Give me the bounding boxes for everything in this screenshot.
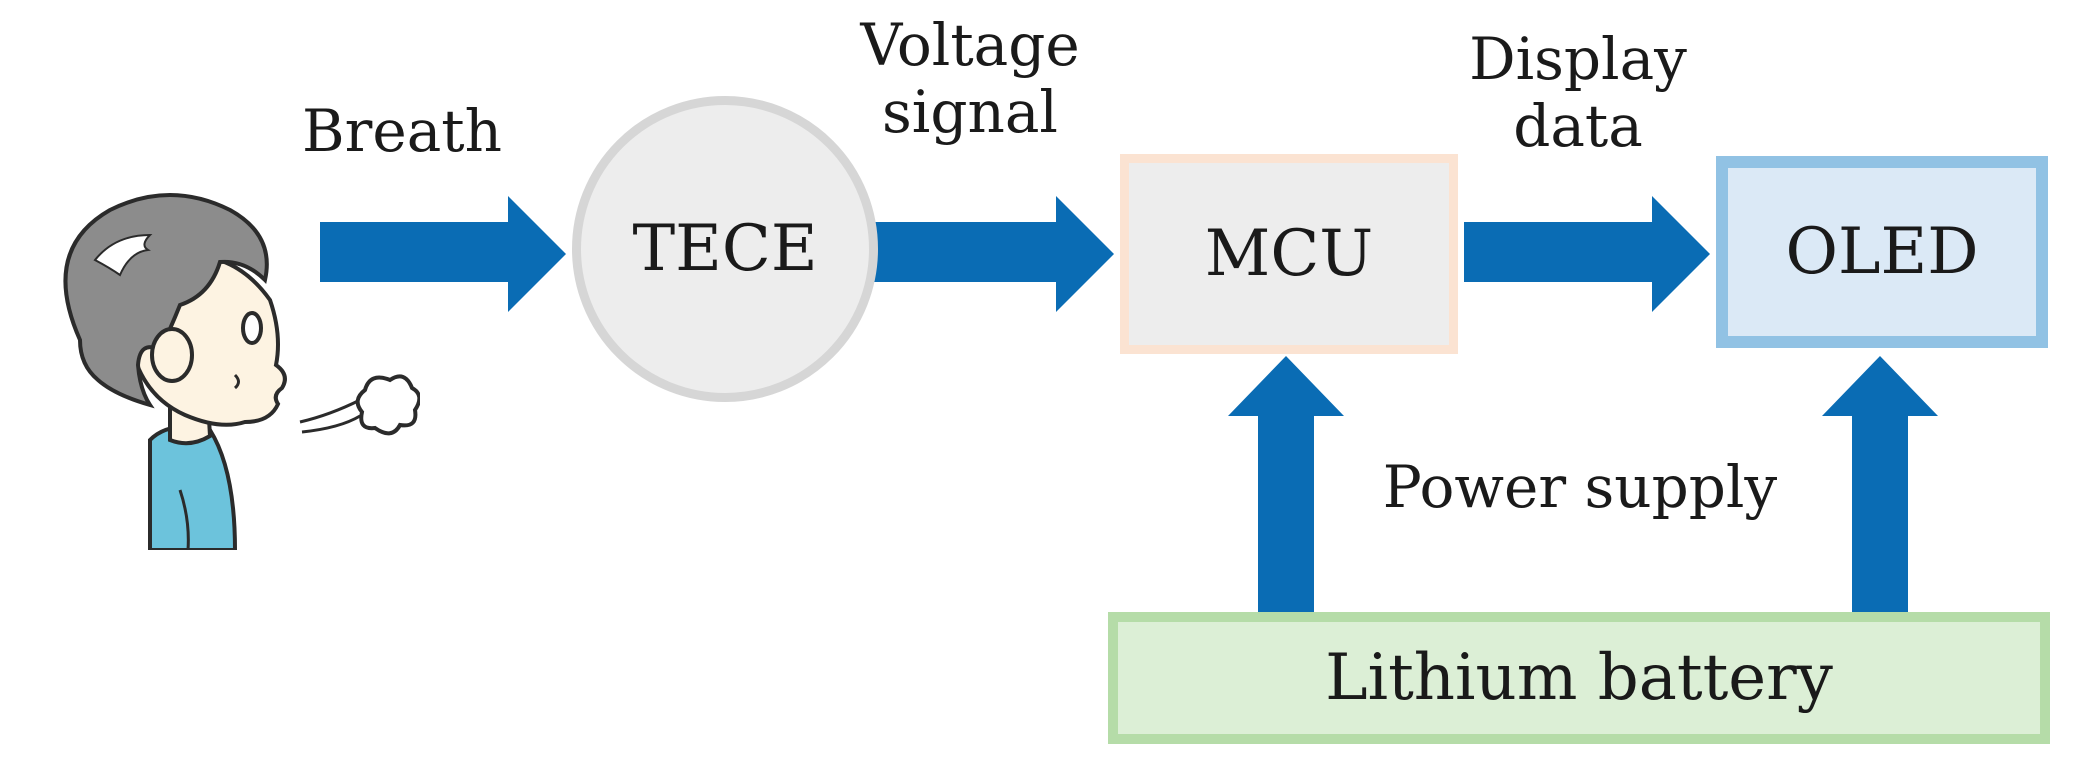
voltage-signal-label: Voltage signal xyxy=(860,11,1080,146)
display-data-label: Display data xyxy=(1469,25,1687,160)
tece-label: TECE xyxy=(632,212,818,286)
breath-arrow xyxy=(320,196,566,312)
voltage-signal-arrow xyxy=(868,196,1114,312)
lithium-battery-label: Lithium battery xyxy=(1325,641,1833,715)
mcu-node: MCU xyxy=(1120,154,1458,354)
mcu-label: MCU xyxy=(1204,217,1374,291)
power-supply-label: Power supply xyxy=(1382,453,1778,521)
breath-label: Breath xyxy=(302,97,502,165)
oled-node: OLED xyxy=(1716,156,2048,348)
power-supply-arrow-mcu xyxy=(1228,356,1344,612)
power-supply-arrow-oled xyxy=(1822,356,1938,612)
display-data-arrow xyxy=(1464,196,1710,312)
oled-label: OLED xyxy=(1785,215,1979,289)
lithium-battery-node: Lithium battery xyxy=(1108,612,2050,744)
tece-node: TECE xyxy=(572,96,878,402)
person-blowing-breath-icon xyxy=(63,193,420,550)
